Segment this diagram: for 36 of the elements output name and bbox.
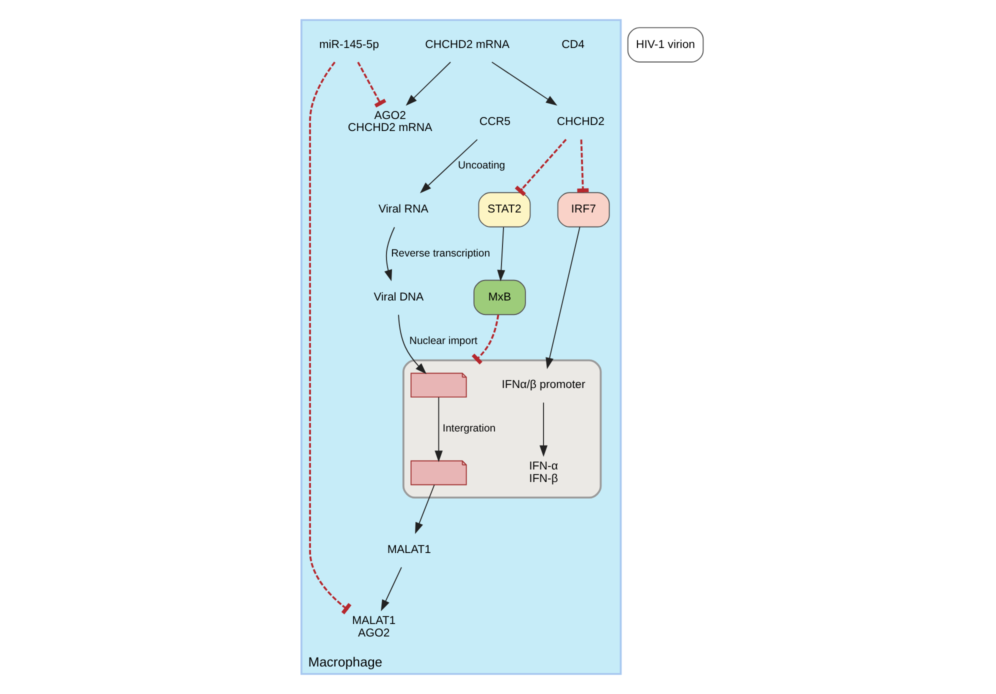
arrow (419, 139, 478, 194)
node-text: IFNα/β promoter (501, 379, 585, 392)
node-text: IFN-α IFN-β (528, 460, 558, 485)
node-box: HIV-1 virion (626, 27, 704, 62)
edge-label: Intergration (442, 424, 496, 435)
arrow (398, 314, 426, 374)
arrow (545, 226, 580, 370)
edge-label: Nuclear import (408, 336, 477, 347)
node-box: MxB (472, 280, 526, 316)
connector (471, 314, 499, 364)
node-text: Viral DNA (373, 291, 424, 304)
arrow (405, 62, 450, 106)
arrow (539, 402, 548, 457)
connector (356, 62, 386, 108)
connector (308, 62, 351, 614)
node-text: MALAT1 AGO2 (352, 614, 396, 640)
arrow (380, 566, 402, 612)
edge-label: Reverse transcription (390, 248, 490, 260)
arrow (414, 484, 434, 534)
node-text: CHCHD2 mRNA (424, 38, 509, 51)
edge-label: Uncoating (457, 160, 505, 172)
arrow (496, 226, 505, 282)
node-text: MALAT1 (386, 544, 430, 556)
arrow (384, 226, 394, 282)
arrow (490, 62, 557, 106)
node-text: Viral RNA (378, 204, 428, 216)
connector (514, 138, 566, 196)
node-text: AGO2 CHCHD2 mRNA (347, 110, 432, 134)
node-box: IRF7 (556, 192, 610, 228)
node-box: STAT2 (478, 192, 530, 228)
node-text: CD4 (561, 38, 584, 51)
node-text: CHCHD2 (556, 116, 604, 128)
cluster (402, 359, 602, 499)
arrow (434, 396, 442, 462)
node-text: CCR5 (478, 116, 510, 128)
node-text: miR-145-5p (318, 38, 378, 51)
